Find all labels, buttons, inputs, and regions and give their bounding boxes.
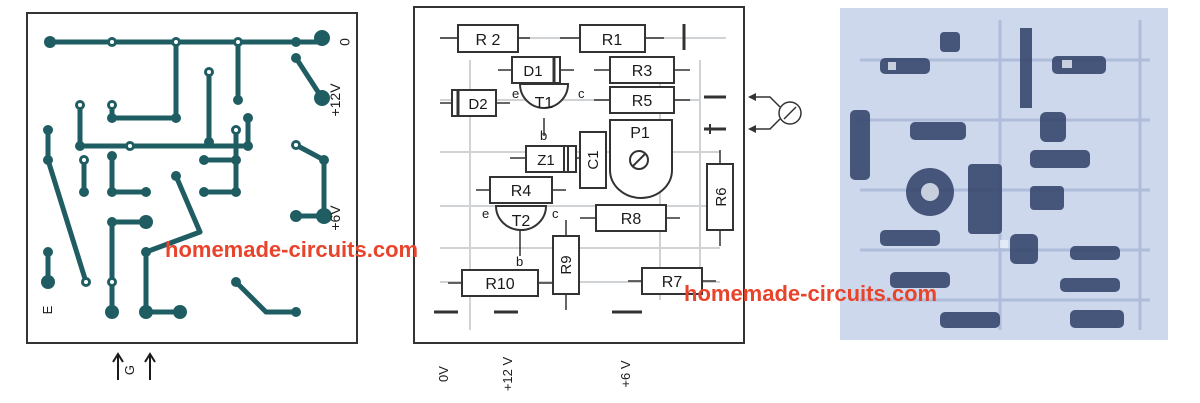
label-6v-bottom: +6 V bbox=[618, 360, 633, 387]
resistor-r6 bbox=[706, 163, 734, 231]
label-g: G bbox=[122, 365, 137, 375]
label-d2: D2 bbox=[468, 96, 487, 113]
watermark-right: homemade-circuits.com bbox=[684, 281, 937, 306]
label-r4: R4 bbox=[511, 183, 532, 200]
resistor-r8 bbox=[595, 204, 667, 232]
resistor-r7 bbox=[641, 267, 703, 295]
label-p1: P1 bbox=[630, 125, 650, 142]
transistor-t1 bbox=[518, 83, 570, 109]
capacitor-c1 bbox=[579, 131, 607, 189]
resistor-r9 bbox=[552, 235, 580, 295]
resistor-r3 bbox=[609, 56, 675, 84]
label-r9: R9 bbox=[558, 255, 575, 274]
pcb-board-outline bbox=[26, 12, 358, 344]
label-z1: Z1 bbox=[537, 152, 555, 169]
assembled-board-photo bbox=[840, 8, 1168, 340]
arrow-left-icon bbox=[748, 125, 756, 133]
arrow-up-icon bbox=[112, 352, 124, 380]
pin-t2-c: c bbox=[552, 206, 559, 221]
pcb-track-view: 0 +12V +6V E G bbox=[26, 12, 358, 380]
resistor-r5 bbox=[609, 86, 675, 114]
arrow-up-icon bbox=[144, 352, 156, 380]
label-e: E bbox=[40, 305, 55, 314]
pin-t1-e: e bbox=[512, 86, 519, 101]
photo-highlights bbox=[888, 60, 1072, 248]
pin-t2-e: e bbox=[482, 206, 489, 221]
trimmer-slot bbox=[632, 153, 646, 167]
resistor-r1 bbox=[579, 24, 646, 53]
label-r3: R3 bbox=[632, 63, 653, 80]
label-12v-bottom: +12 V bbox=[500, 357, 515, 392]
pin-t1-b: b bbox=[540, 128, 547, 143]
label-6v: +6V bbox=[327, 205, 343, 231]
label-r10: R10 bbox=[485, 276, 514, 293]
pad-holes bbox=[78, 40, 298, 284]
resistor-r2 bbox=[457, 24, 519, 53]
g-connection-marker: G bbox=[112, 352, 156, 380]
component-layout-view: R 2 R1 D1 R3 D2 T1 e c b R5 P1 C1 Z1 bbox=[413, 6, 745, 392]
transistor-t2 bbox=[494, 205, 548, 231]
label-t2: T2 bbox=[512, 213, 531, 230]
diode-d1 bbox=[511, 56, 561, 84]
label-12v: +12V bbox=[327, 83, 343, 117]
label-r5: R5 bbox=[632, 93, 653, 110]
label-r2: R 2 bbox=[476, 32, 501, 49]
meter-connection bbox=[748, 93, 802, 133]
label-c1: C1 bbox=[585, 150, 602, 169]
resistor-r10 bbox=[461, 269, 539, 297]
resistor-r4 bbox=[489, 176, 553, 204]
photo-components bbox=[850, 28, 1124, 328]
label-t1: T1 bbox=[535, 95, 554, 112]
label-d1: D1 bbox=[523, 63, 542, 80]
label-r6: R6 bbox=[713, 187, 730, 206]
pin-t1-c: c bbox=[578, 86, 585, 101]
label-r8: R8 bbox=[621, 211, 642, 228]
watermark-center: homemade-circuits.com bbox=[165, 237, 418, 262]
diode-d2 bbox=[451, 89, 497, 117]
arrow-left-icon bbox=[748, 93, 756, 101]
label-r7: R7 bbox=[662, 274, 683, 291]
label-r1: R1 bbox=[602, 32, 623, 49]
pin-t2-b: b bbox=[516, 254, 523, 269]
label-zero: 0 bbox=[337, 38, 353, 46]
label-0v: 0V bbox=[436, 366, 451, 382]
